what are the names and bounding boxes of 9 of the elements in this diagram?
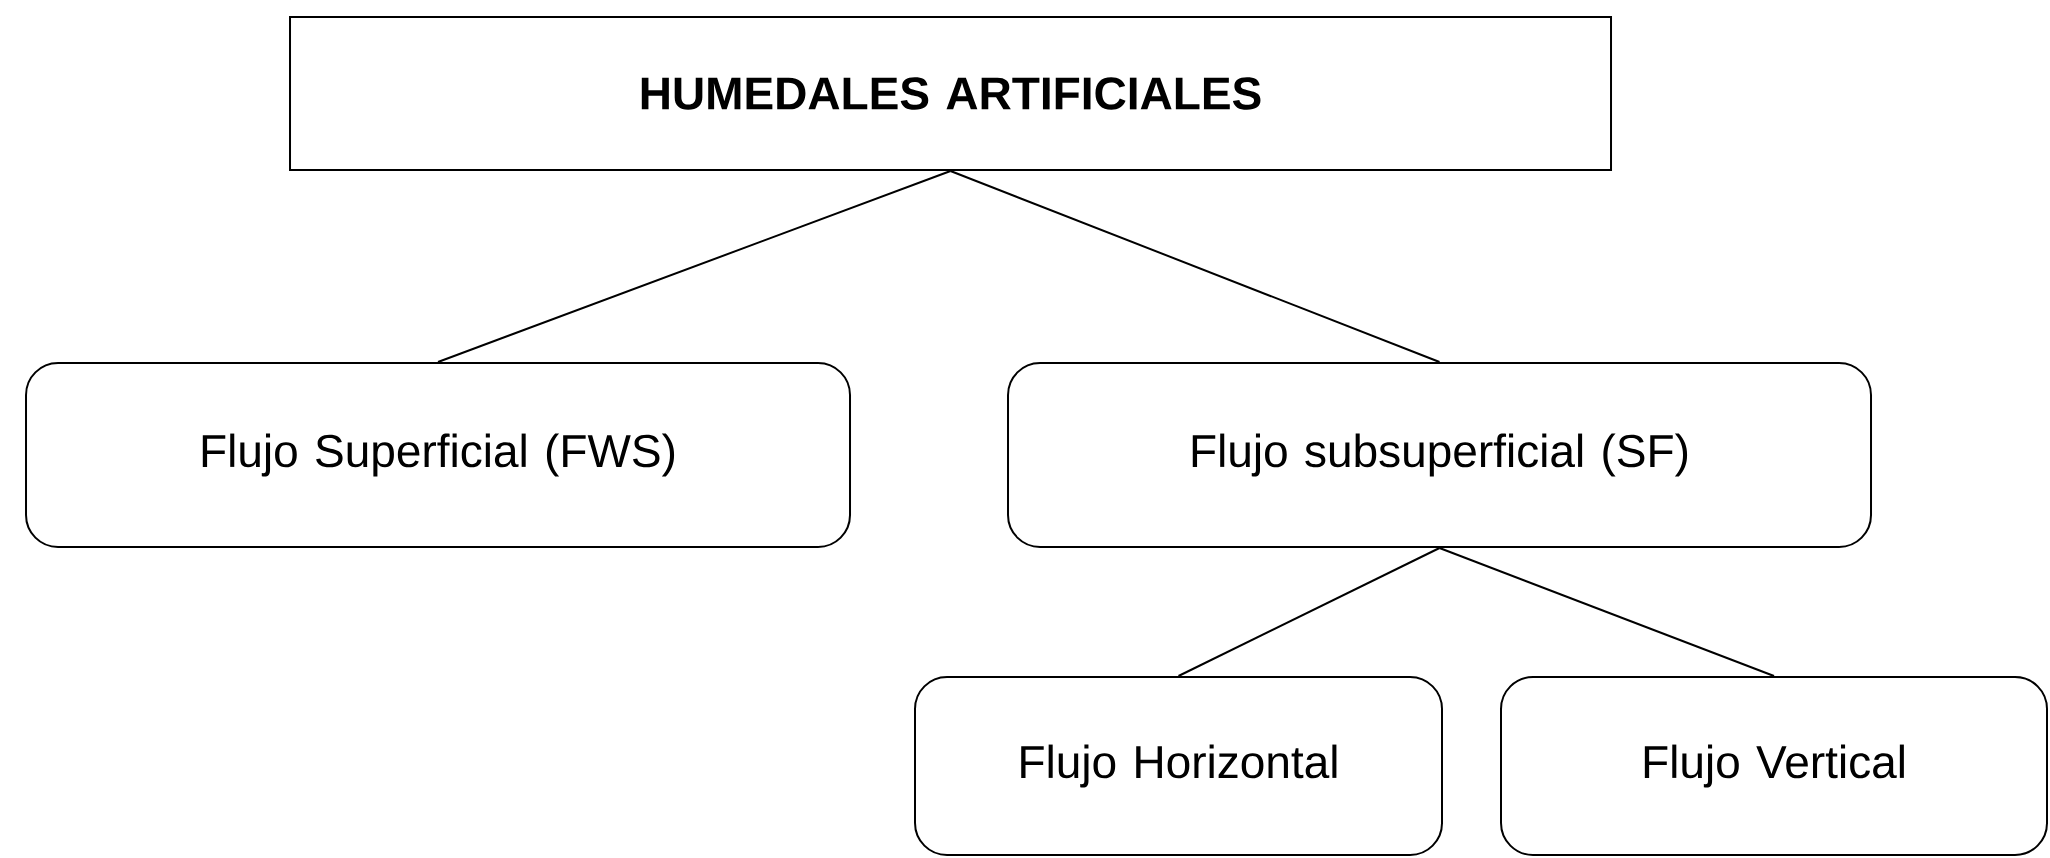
- category-box: Flujo Vertical: [1500, 676, 2048, 856]
- category-box: Flujo subsuperficial (SF): [1007, 362, 1872, 548]
- connector-line: [1177, 547, 1441, 677]
- connector-line: [1438, 547, 1775, 677]
- connector-line: [437, 170, 952, 363]
- title-box: HUMEDALES ARTIFICIALES: [289, 16, 1612, 171]
- connector-line: [949, 170, 1441, 363]
- category-box: Flujo Horizontal: [914, 676, 1443, 856]
- category-box: Flujo Superficial (FWS): [25, 362, 851, 548]
